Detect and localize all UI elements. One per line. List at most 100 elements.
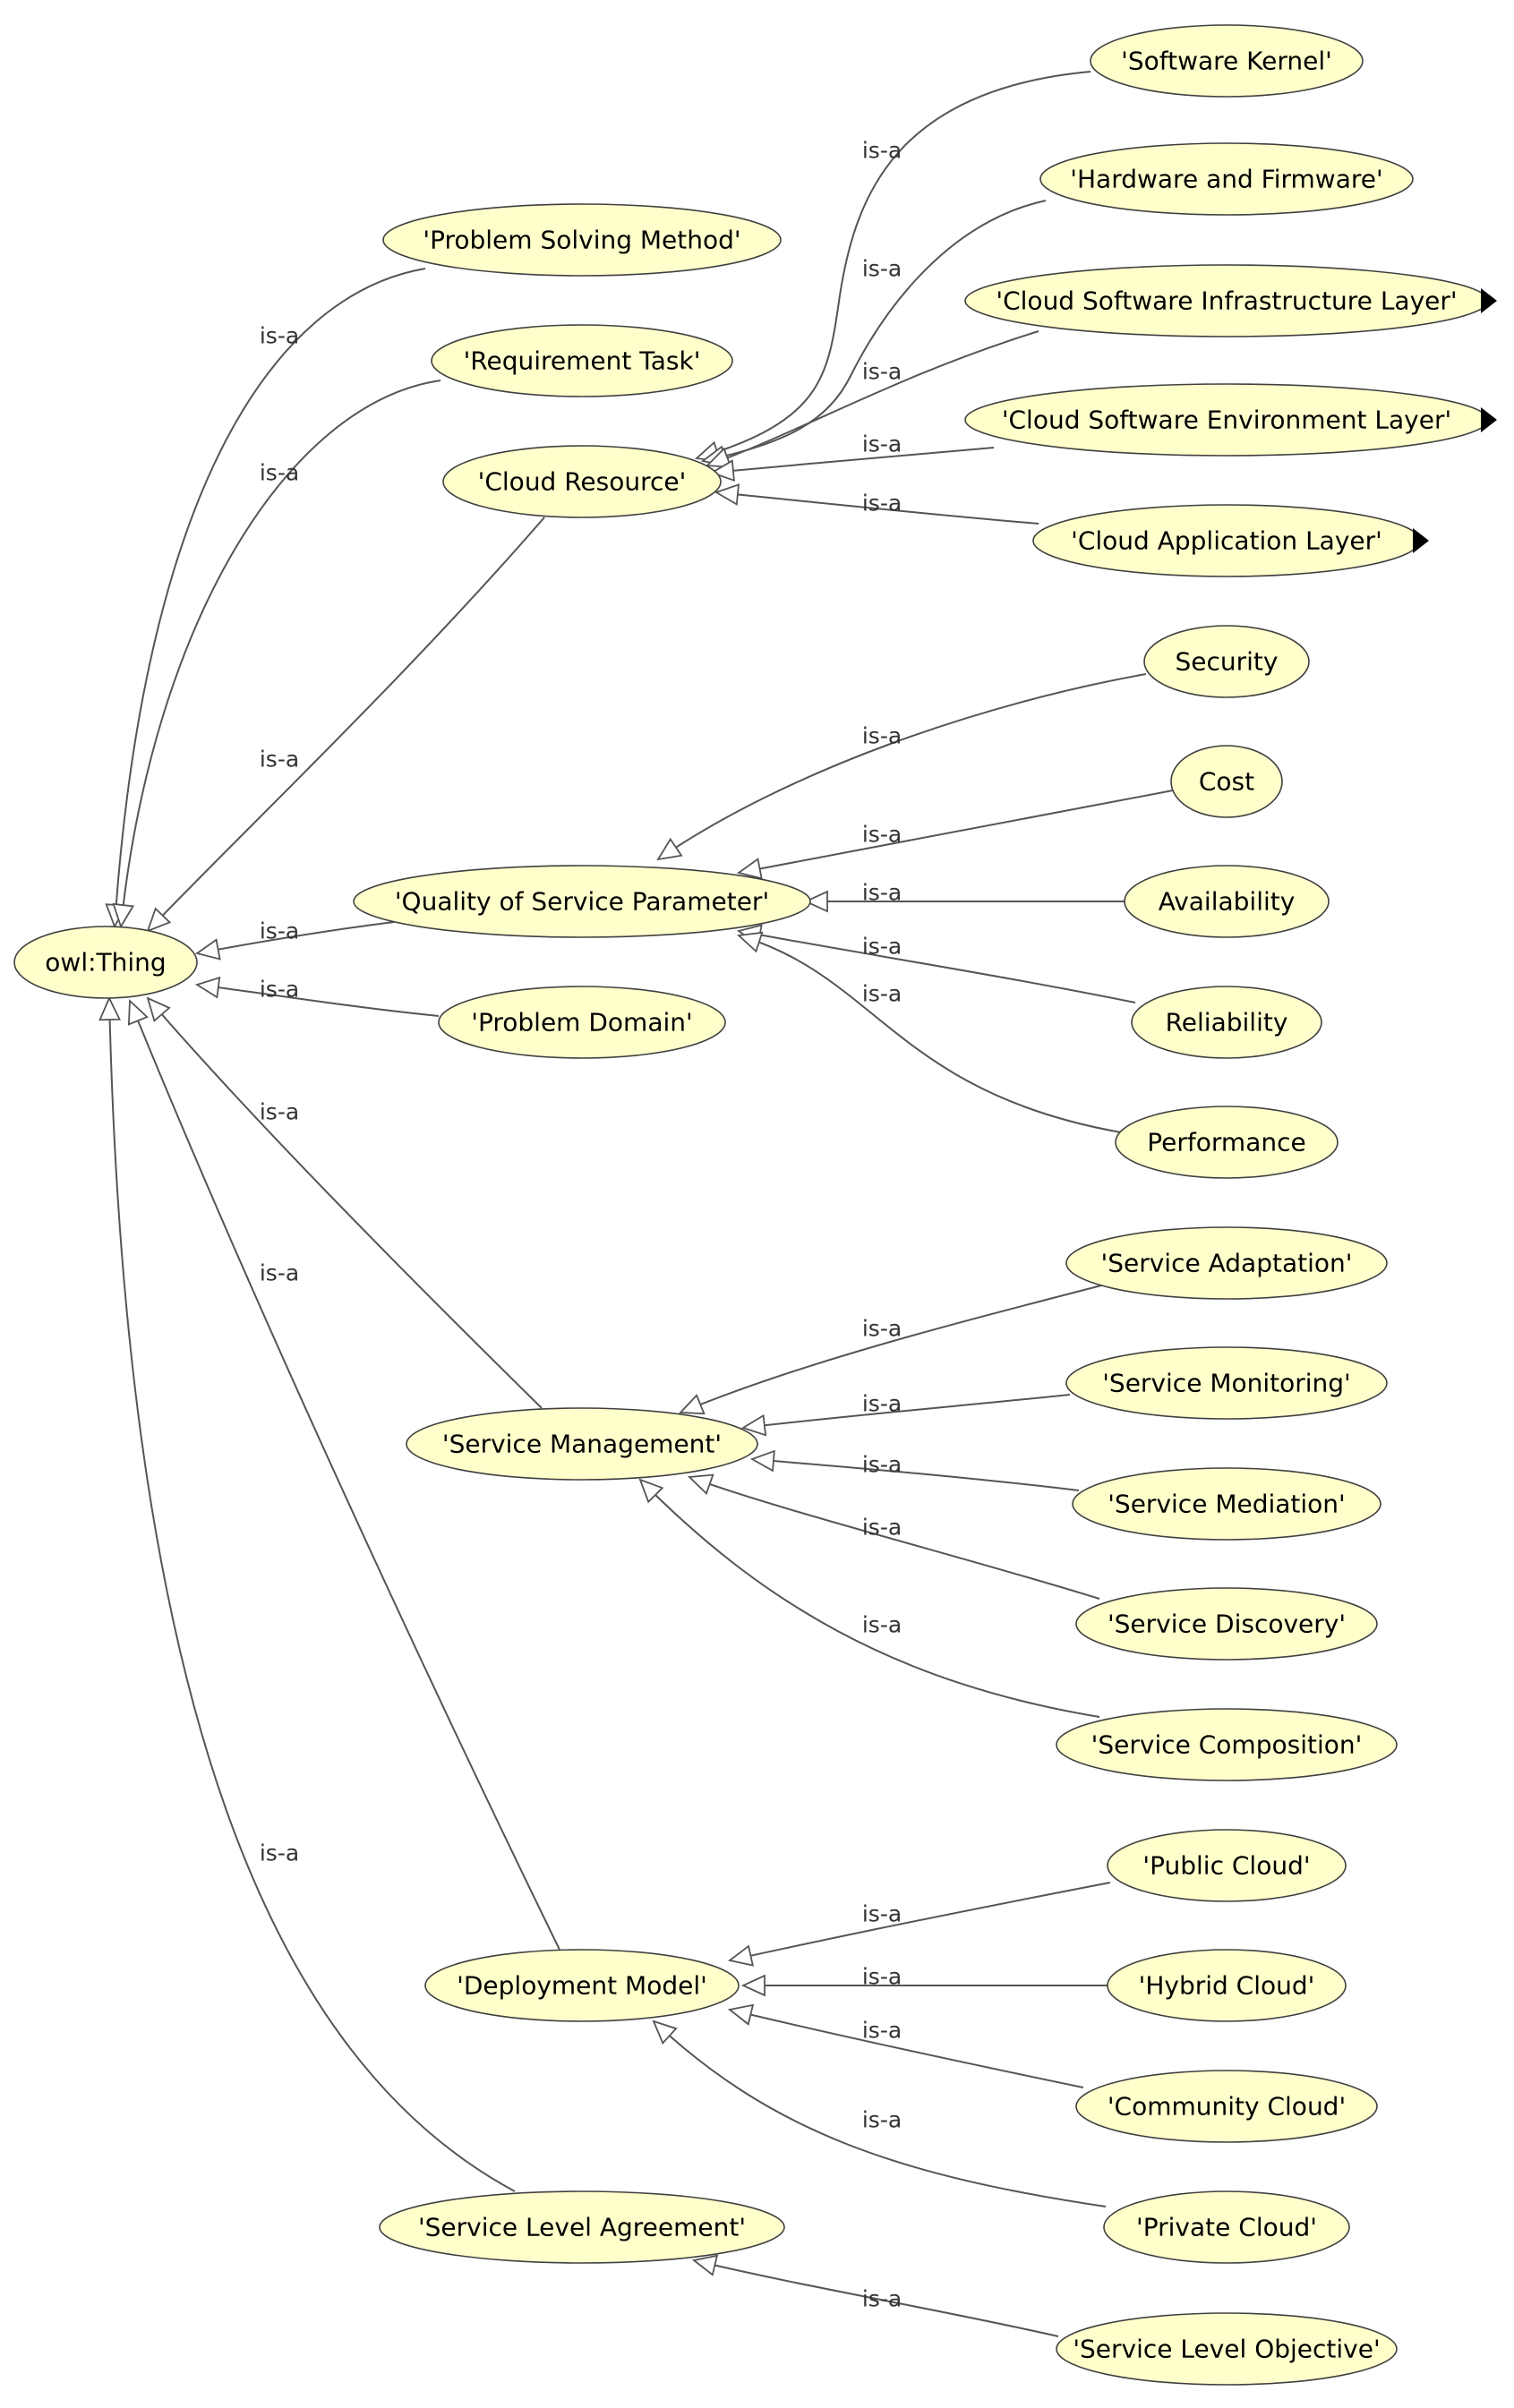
node-cal[interactable]: 'Cloud Application Layer': [1032, 504, 1429, 577]
node-ellipse: [1065, 1226, 1388, 1300]
arrowhead-icon: [691, 2254, 719, 2276]
node-slo[interactable]: 'Service Level Objective': [1056, 2312, 1398, 2386]
node-ellipse: [1131, 986, 1322, 1059]
node-sme[interactable]: 'Service Mediation': [1072, 1467, 1381, 1541]
edge-line: [742, 1394, 1071, 1429]
edge-line: [196, 984, 440, 1017]
node-ellipse: [353, 865, 811, 938]
node-csil[interactable]: 'Cloud Software Infrastructure Layer': [964, 264, 1497, 337]
edge-label: is-a: [862, 256, 902, 282]
edge-sm-owl: is-a: [146, 996, 543, 1409]
node-label: 'Software Kernel': [1121, 47, 1332, 76]
node-sec[interactable]: Security: [1143, 625, 1310, 698]
node-hyc[interactable]: 'Hybrid Cloud': [1107, 1949, 1347, 2022]
node-req[interactable]: 'Requirement Task': [431, 324, 733, 397]
edge-line: [751, 1458, 1080, 1491]
node-perf[interactable]: Performance: [1115, 1106, 1339, 1179]
node-rel[interactable]: Reliability: [1131, 986, 1322, 1059]
node-label: 'Deployment Model': [457, 1971, 707, 2001]
node-ellipse: [1072, 1467, 1381, 1541]
node-ellipse: [1090, 24, 1364, 98]
edge-label: is-a: [260, 747, 299, 773]
node-csel[interactable]: 'Cloud Software Environment Layer': [964, 383, 1497, 457]
node-ellipse: [1107, 1829, 1347, 1902]
edge-label: is-a: [862, 2286, 902, 2312]
node-ellipse: [438, 986, 726, 1059]
expand-triangle-icon[interactable]: [1481, 288, 1497, 313]
node-sla[interactable]: 'Service Level Agreement': [379, 2190, 785, 2264]
edge-label: is-a: [862, 1452, 902, 1478]
node-hf[interactable]: 'Hardware and Firmware': [1039, 142, 1414, 216]
edge-sad-sm: is-a: [678, 1285, 1102, 1415]
edge-label: is-a: [862, 1901, 902, 1927]
node-ellipse: [1103, 2190, 1350, 2264]
node-ellipse: [1075, 1587, 1378, 1661]
edge-line: [129, 1000, 560, 1951]
node-coc[interactable]: 'Community Cloud': [1075, 2070, 1378, 2143]
node-label: 'Service Mediation': [1108, 1490, 1346, 1519]
edge-label: is-a: [260, 918, 299, 944]
arrowhead-icon: [727, 1944, 754, 1967]
edge-label: is-a: [862, 822, 902, 848]
edge-label: is-a: [862, 1515, 902, 1541]
arrowhead-icon: [678, 1394, 706, 1415]
node-puc[interactable]: 'Public Cloud': [1107, 1829, 1347, 1902]
node-label: 'Hardware and Firmware': [1070, 165, 1382, 194]
edge-line: [711, 447, 995, 474]
edge-req-owl: is-a: [112, 380, 441, 929]
node-sad[interactable]: 'Service Adaptation': [1065, 1226, 1388, 1300]
node-qos[interactable]: 'Quality of Service Parameter': [353, 865, 811, 938]
arrowhead-icon: [705, 447, 732, 468]
edge-label: is-a: [260, 1260, 299, 1286]
node-sk[interactable]: 'Software Kernel': [1090, 24, 1364, 98]
edge-label: is-a: [862, 1964, 902, 1990]
node-cr[interactable]: 'Cloud Resource': [442, 445, 722, 518]
arrowhead-icon: [112, 902, 135, 929]
node-ellipse: [1170, 745, 1283, 818]
edge-line: [729, 1882, 1111, 1961]
edge-csel-cr: is-a: [709, 431, 995, 482]
node-ellipse: [424, 1949, 740, 2022]
node-label: 'Problem Domain': [471, 1008, 692, 1037]
node-ellipse: [1143, 625, 1310, 698]
node-label: 'Problem Solving Method': [423, 226, 740, 255]
node-label: Cost: [1199, 767, 1254, 797]
node-ellipse: [1124, 865, 1330, 938]
node-label: 'Service Discovery': [1108, 1610, 1346, 1639]
edge-label: is-a: [260, 1840, 299, 1866]
edge-label: is-a: [862, 934, 902, 960]
arrowhead-icon: [740, 1974, 766, 1997]
edge-hyc-dm: is-a: [740, 1964, 1108, 1997]
node-sco[interactable]: 'Service Composition': [1056, 1708, 1398, 1781]
node-label: 'Service Composition': [1091, 1730, 1363, 1760]
node-owl[interactable]: owl:Thing: [13, 926, 198, 999]
arrowhead-icon: [687, 1473, 714, 1496]
node-dm[interactable]: 'Deployment Model': [424, 1949, 740, 2022]
arrowhead-icon: [652, 2019, 678, 2045]
edge-label: is-a: [862, 2107, 902, 2133]
node-sm[interactable]: 'Service Management': [406, 1407, 758, 1481]
edge-sme-sm: is-a: [749, 1449, 1080, 1491]
node-ellipse: [1056, 2312, 1398, 2386]
node-label: 'Cloud Application Layer': [1071, 526, 1382, 556]
arrowhead-icon: [740, 1413, 767, 1437]
edge-line: [653, 2020, 1107, 2207]
node-smo[interactable]: 'Service Monitoring': [1065, 1346, 1388, 1420]
node-label: 'Cloud Software Environment Layer': [1002, 406, 1451, 435]
node-avail[interactable]: Availability: [1124, 865, 1330, 938]
node-prc[interactable]: 'Private Cloud': [1103, 2190, 1350, 2264]
node-sdi[interactable]: 'Service Discovery': [1075, 1587, 1378, 1661]
node-label: 'Private Cloud': [1136, 2213, 1317, 2242]
node-label: 'Hybrid Cloud': [1139, 1971, 1315, 2001]
expand-triangle-icon[interactable]: [1481, 407, 1497, 432]
expand-triangle-icon[interactable]: [1413, 528, 1429, 553]
node-pd[interactable]: 'Problem Domain': [438, 986, 726, 1059]
edge-line: [120, 380, 441, 927]
node-psm[interactable]: 'Problem Solving Method': [382, 203, 782, 277]
node-ellipse: [1115, 1106, 1339, 1179]
edge-line: [196, 921, 395, 954]
node-label: Performance: [1147, 1128, 1305, 1157]
node-ellipse: [406, 1407, 758, 1481]
node-cost[interactable]: Cost: [1170, 745, 1283, 818]
